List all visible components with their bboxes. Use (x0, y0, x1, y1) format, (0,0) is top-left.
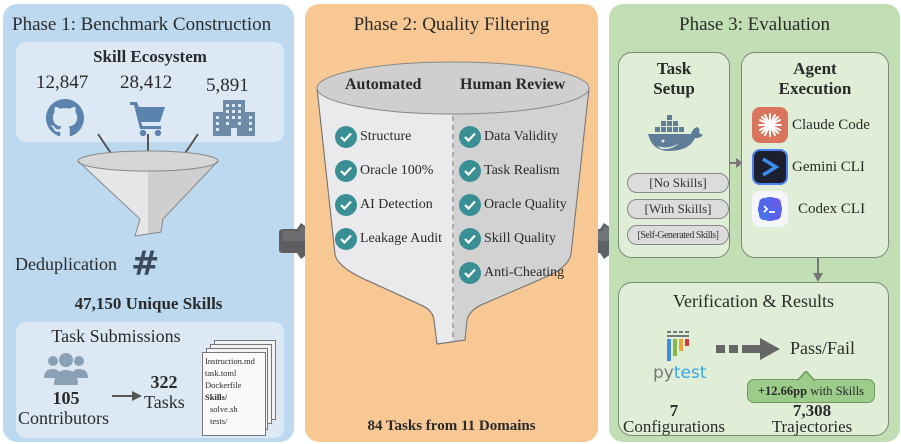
tasks-count: 322 (150, 372, 178, 392)
contributors-label: Contributors (18, 408, 110, 428)
file-task-toml: task.toml (205, 368, 237, 378)
human-check-anti-cheating: Anti-Cheating (459, 262, 564, 284)
file-solve-sh: solve.sh (210, 404, 238, 414)
gain-value: +12.66pp (757, 383, 808, 398)
human-check-skill-quality: Skill Quality (459, 228, 556, 250)
agent-claude-code: Claude Code (752, 107, 870, 143)
file-tests-dir: tests/ (210, 416, 228, 426)
tasks-label: Tasks (144, 392, 185, 412)
github-icon (46, 99, 84, 137)
badge-pointer (797, 371, 815, 381)
condition-with-skills: [With Skills] (627, 199, 729, 219)
gemini-cli-icon (752, 149, 788, 185)
codex-cli-icon (752, 191, 788, 227)
setup-to-agent-arrow (729, 158, 743, 168)
dashed-arrow-icon (716, 338, 780, 360)
check-icon (459, 262, 481, 284)
agent-execution-title-1: Agent (793, 59, 837, 78)
dedup-label: Deduplication (15, 254, 117, 274)
task-submissions-box: Task Submissions 105 Contributors 322 Ta… (16, 322, 284, 438)
human-review-title: Human Review (460, 76, 566, 93)
task-setup-box: Task Setup [No Skills] [With Skills] [Se… (618, 52, 730, 258)
github-count: 12,847 (36, 72, 89, 93)
phase2-title: Phase 2: Quality Filtering (353, 14, 550, 35)
check-icon (335, 160, 357, 182)
check-icon (459, 126, 481, 148)
file-instruction: Instruction.md (205, 356, 255, 366)
check-icon (335, 194, 357, 216)
traj-count: 7,308 (792, 401, 832, 420)
auto-check-oracle: Oracle 100% (335, 160, 433, 182)
verification-box: Verification & Results pytest Pass/Fail … (618, 282, 889, 436)
configs-label: Configurations (623, 417, 725, 436)
auto-check-leakage: Leakage Audit (335, 228, 442, 250)
task-submissions-title: Task Submissions (51, 326, 181, 346)
skills-gain-badge: +12.66pp with Skills (747, 379, 875, 403)
enterprise-count: 5,891 (206, 75, 249, 96)
task-setup-title-2: Setup (653, 79, 695, 98)
check-icon (459, 194, 481, 216)
agent-gemini-cli: Gemini CLI (752, 149, 865, 185)
phase2-panel: Phase 2: Quality Filtering Automated Hum… (305, 4, 598, 442)
task-setup-title-1: Task (656, 59, 692, 78)
dedup-funnel (77, 133, 219, 237)
marketplace-count: 28,412 (120, 72, 173, 93)
check-icon (335, 126, 357, 148)
phase3-title: Phase 3: Evaluation (679, 14, 830, 35)
skill-ecosystem-box: Skill Ecosystem 12,847 28,412 5,891 (16, 42, 284, 142)
agent-to-verification-arrow (813, 258, 823, 282)
auto-check-ai-detection: AI Detection (335, 194, 433, 216)
human-check-task-realism: Task Realism (459, 160, 560, 182)
contributors-icon (44, 353, 88, 385)
pytest-logo-icon (667, 331, 689, 361)
check-icon (459, 160, 481, 182)
contributors-count: 105 (52, 388, 80, 408)
shopping-cart-icon (130, 102, 165, 137)
claude-icon (752, 107, 788, 143)
phase1-panel: Phase 1: Benchmark Construction Skill Ec… (3, 4, 294, 442)
verification-title: Verification & Results (673, 291, 834, 311)
traj-label: Trajectories (771, 417, 853, 436)
condition-no-skills: [No Skills] (627, 173, 729, 193)
pass-fail-label: Pass/Fail (790, 338, 856, 358)
agent-codex-cli: Codex CLI (752, 191, 865, 227)
unique-skills: 47,150 Unique Skills (74, 294, 223, 313)
human-check-oracle-quality: Oracle Quality (459, 194, 567, 216)
hash-icon: # (131, 244, 160, 284)
phase3-panel: Phase 3: Evaluation Task Setup [No Skill… (609, 4, 900, 442)
skill-ecosystem-title: Skill Ecosystem (93, 47, 207, 66)
task-file-list: Instruction.md task.toml Dockerfile Skil… (202, 352, 266, 436)
arrow-right-icon (112, 391, 142, 401)
auto-check-structure: Structure (335, 126, 411, 148)
configs-count: 7 (669, 401, 679, 420)
file-dockerfile: Dockerfile (205, 380, 242, 390)
quality-funnel (316, 61, 590, 345)
docker-icon (648, 115, 703, 151)
condition-self-generated: [Self-Generated Skills] (627, 225, 729, 245)
check-icon (459, 228, 481, 250)
filter-result: 84 Tasks from 11 Domains (367, 418, 536, 434)
building-icon (213, 100, 255, 136)
human-check-data-validity: Data Validity (459, 126, 558, 148)
task-files-stack: Instruction.md task.toml Dockerfile Skil… (202, 340, 282, 436)
check-icon (335, 228, 357, 250)
automated-title: Automated (345, 76, 422, 93)
agent-execution-box: Agent Execution Claude Code Gemini CLI C… (741, 52, 889, 258)
pytest-label: pytest (653, 363, 707, 383)
file-skills-dir: Skills/ (205, 392, 228, 402)
phase1-title: Phase 1: Benchmark Construction (12, 14, 272, 35)
agent-execution-title-2: Execution (778, 79, 852, 98)
gain-label: with Skills (807, 383, 865, 398)
